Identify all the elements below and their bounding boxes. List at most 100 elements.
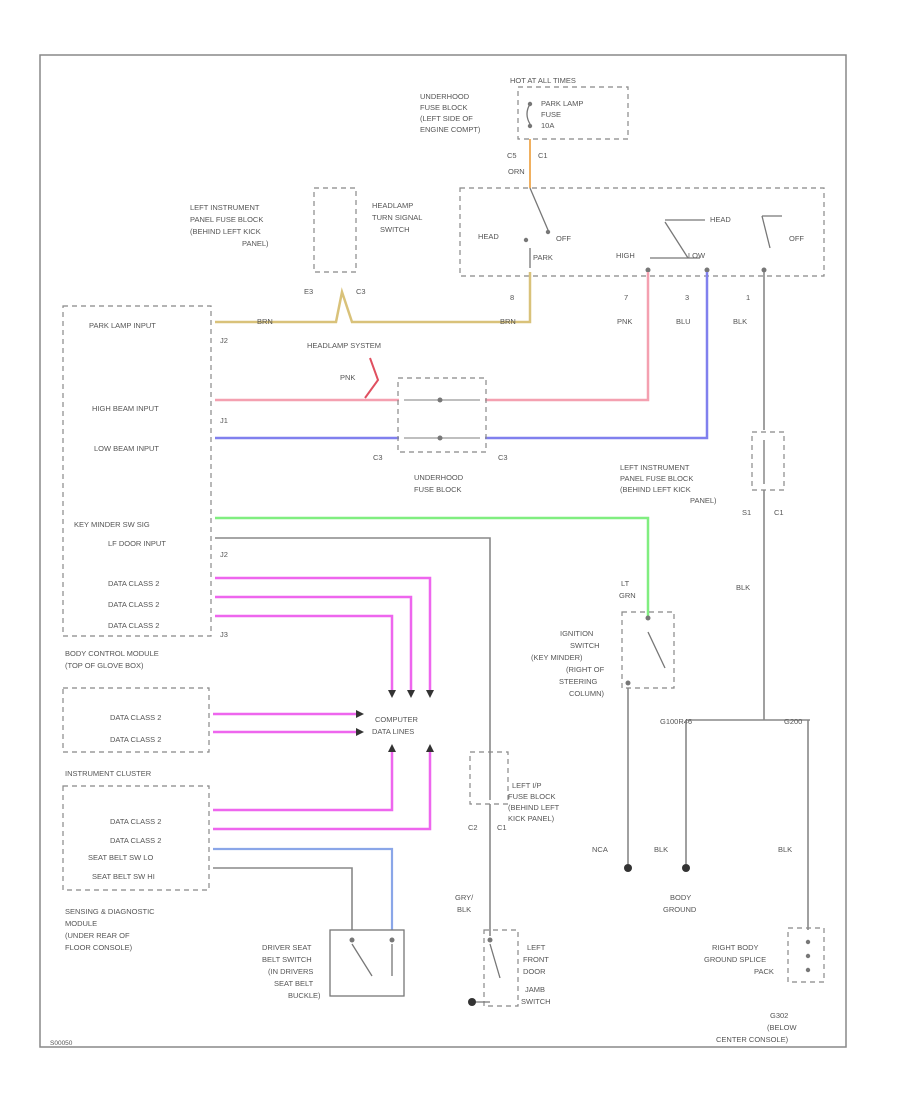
- ignition-switch-label: IGNITION SWITCH (KEY MINDER) (RIGHT OF S…: [531, 629, 605, 698]
- svg-text:PANEL FUSE BLOCK: PANEL FUSE BLOCK: [190, 215, 263, 224]
- svg-text:IGNITION: IGNITION: [560, 629, 593, 638]
- svg-text:GROUND: GROUND: [663, 905, 697, 914]
- svg-text:UNDERHOOD: UNDERHOOD: [414, 473, 464, 482]
- svg-text:SEAT BELT SW HI: SEAT BELT SW HI: [92, 872, 155, 881]
- data-class-wire-3: [215, 614, 394, 690]
- svg-text:SWITCH: SWITCH: [570, 641, 600, 650]
- c1-right-label: C1: [774, 508, 784, 517]
- body-ground-terminal: [682, 864, 690, 872]
- svg-text:SEAT BELT: SEAT BELT: [274, 979, 314, 988]
- svg-text:PARK LAMP: PARK LAMP: [541, 99, 583, 108]
- svg-text:LEFT INSTRUMENT: LEFT INSTRUMENT: [620, 463, 690, 472]
- svg-text:KEY MINDER SW SIG: KEY MINDER SW SIG: [74, 520, 150, 529]
- c1-b-label: C1: [497, 823, 507, 832]
- body-control-module-box: [62, 305, 212, 637]
- svg-text:FUSE BLOCK: FUSE BLOCK: [420, 103, 468, 112]
- svg-text:DOOR: DOOR: [523, 967, 546, 976]
- svg-text:PARK LAMP INPUT: PARK LAMP INPUT: [89, 321, 156, 330]
- pin1-label: 1: [746, 293, 750, 302]
- ipc-data-wire-1: [213, 752, 394, 812]
- c2-label: C2: [468, 823, 478, 832]
- svg-text:HEADLAMP: HEADLAMP: [372, 201, 413, 210]
- arrow-1: [388, 690, 396, 698]
- svg-text:HIGH BEAM INPUT: HIGH BEAM INPUT: [92, 404, 159, 413]
- svg-text:LEFT: LEFT: [527, 943, 546, 952]
- j1-label: J1: [220, 416, 228, 425]
- svg-text:BELT SWITCH: BELT SWITCH: [262, 955, 312, 964]
- body-ground-label: BODY GROUND: [663, 893, 697, 914]
- svg-text:BODY: BODY: [670, 893, 691, 902]
- arrow-7: [426, 744, 434, 752]
- brn-label-2: BRN: [500, 317, 516, 326]
- pnk-tag-label: PNK: [340, 373, 355, 382]
- svg-text:SWITCH: SWITCH: [380, 225, 410, 234]
- right-body-ground-label: RIGHT BODY GROUND SPLICE PACK: [704, 943, 774, 976]
- svg-text:(IN DRIVERS: (IN DRIVERS: [268, 967, 313, 976]
- headlamp-switch-label: HEADLAMP TURN SIGNAL SWITCH: [372, 201, 422, 234]
- c1-label-top: C1: [538, 151, 548, 160]
- low-beam-node: [437, 435, 443, 441]
- svg-text:(UNDER REAR OF: (UNDER REAR OF: [65, 931, 130, 940]
- arrow-5: [356, 728, 364, 736]
- ignition-switch-blade: [647, 631, 666, 669]
- sdm-label: SENSING & DIAGNOSTIC MODULE (UNDER REAR …: [65, 907, 155, 952]
- svg-text:GROUND SPLICE: GROUND SPLICE: [704, 955, 766, 964]
- left-ip-fuse-block-top: [313, 187, 357, 273]
- svg-text:(KEY MINDER): (KEY MINDER): [531, 653, 583, 662]
- pnk-label: PNK: [617, 317, 632, 326]
- left-ip-fuse-block-right-label: LEFT INSTRUMENT PANEL FUSE BLOCK (BEHIND…: [620, 463, 717, 505]
- c3-mid-label-2: C3: [498, 453, 508, 462]
- blk-label-a: BLK: [654, 845, 668, 854]
- svg-text:DATA LINES: DATA LINES: [372, 727, 414, 736]
- svg-text:CENTER CONSOLE): CENTER CONSOLE): [716, 1035, 789, 1044]
- hot-at-all-times-label: HOT AT ALL TIMES: [510, 76, 576, 85]
- driver-seat-belt-switch-box: [329, 929, 405, 997]
- g200-label: G200: [784, 717, 802, 726]
- left-front-door-jamb-label: LEFT FRONT DOOR JAMB SWITCH: [521, 943, 551, 1006]
- svg-text:(LEFT SIDE OF: (LEFT SIDE OF: [420, 114, 473, 123]
- data-class-label-1: DATA CLASS 2: [110, 713, 161, 722]
- headlamp-switch-box: [459, 187, 825, 277]
- svg-text:LEFT I/P: LEFT I/P: [512, 781, 541, 790]
- g302-label: G302 (BELOW CENTER CONSOLE): [716, 1011, 798, 1044]
- door-jamb-ground: [468, 998, 476, 1006]
- pin8-label: 8: [510, 293, 514, 302]
- pin1-node: [761, 267, 767, 273]
- orn-label: ORN: [508, 167, 525, 176]
- blk-label-right: BLK: [736, 583, 750, 592]
- svg-text:(BEHIND LEFT: (BEHIND LEFT: [508, 803, 560, 812]
- svg-text:(TOP OF GLOVE BOX): (TOP OF GLOVE BOX): [65, 661, 144, 670]
- svg-text:G302: G302: [770, 1011, 788, 1020]
- low-label: LOW: [688, 251, 706, 260]
- right-switch-blade: [761, 215, 771, 249]
- footer-id: S00050: [50, 1040, 73, 1047]
- seat-belt-lo-wire: [213, 847, 394, 930]
- headlamp-system-label: HEADLAMP SYSTEM: [307, 341, 381, 350]
- data-class-wire-2: [215, 595, 413, 690]
- left-ip-fuse-block-right: [751, 431, 785, 491]
- svg-text:(RIGHT OF: (RIGHT OF: [566, 665, 605, 674]
- blk-label: BLK: [733, 317, 747, 326]
- svg-text:GRY/: GRY/: [455, 893, 474, 902]
- high-beam-wire: [215, 272, 650, 402]
- svg-text:SENSING & DIAGNOSTIC: SENSING & DIAGNOSTIC: [65, 907, 155, 916]
- svg-text:DATA CLASS 2: DATA CLASS 2: [108, 621, 159, 630]
- grn-label: GRN: [619, 591, 636, 600]
- high-beam-node: [437, 397, 443, 403]
- svg-text:KICK PANEL): KICK PANEL): [508, 814, 555, 823]
- svg-text:UNDERHOOD: UNDERHOOD: [420, 92, 470, 101]
- headlamp-switch-blade: [529, 187, 549, 231]
- svg-text:STEERING: STEERING: [559, 677, 598, 686]
- svg-text:FUSE BLOCK: FUSE BLOCK: [414, 485, 462, 494]
- svg-text:PANEL): PANEL): [690, 496, 717, 505]
- svg-text:COMPUTER: COMPUTER: [375, 715, 419, 724]
- off-label-right: OFF: [789, 234, 804, 243]
- arrow-3: [426, 690, 434, 698]
- park-lamp-wire: [215, 272, 532, 324]
- svg-text:FUSE: FUSE: [541, 110, 561, 119]
- svg-text:TURN SIGNAL: TURN SIGNAL: [372, 213, 422, 222]
- diagram-border: [39, 54, 847, 1048]
- svg-text:LOW BEAM INPUT: LOW BEAM INPUT: [94, 444, 159, 453]
- svg-text:PANEL FUSE BLOCK: PANEL FUSE BLOCK: [620, 474, 693, 483]
- driver-seat-belt-label: DRIVER SEAT BELT SWITCH (IN DRIVERS SEAT…: [262, 943, 321, 1000]
